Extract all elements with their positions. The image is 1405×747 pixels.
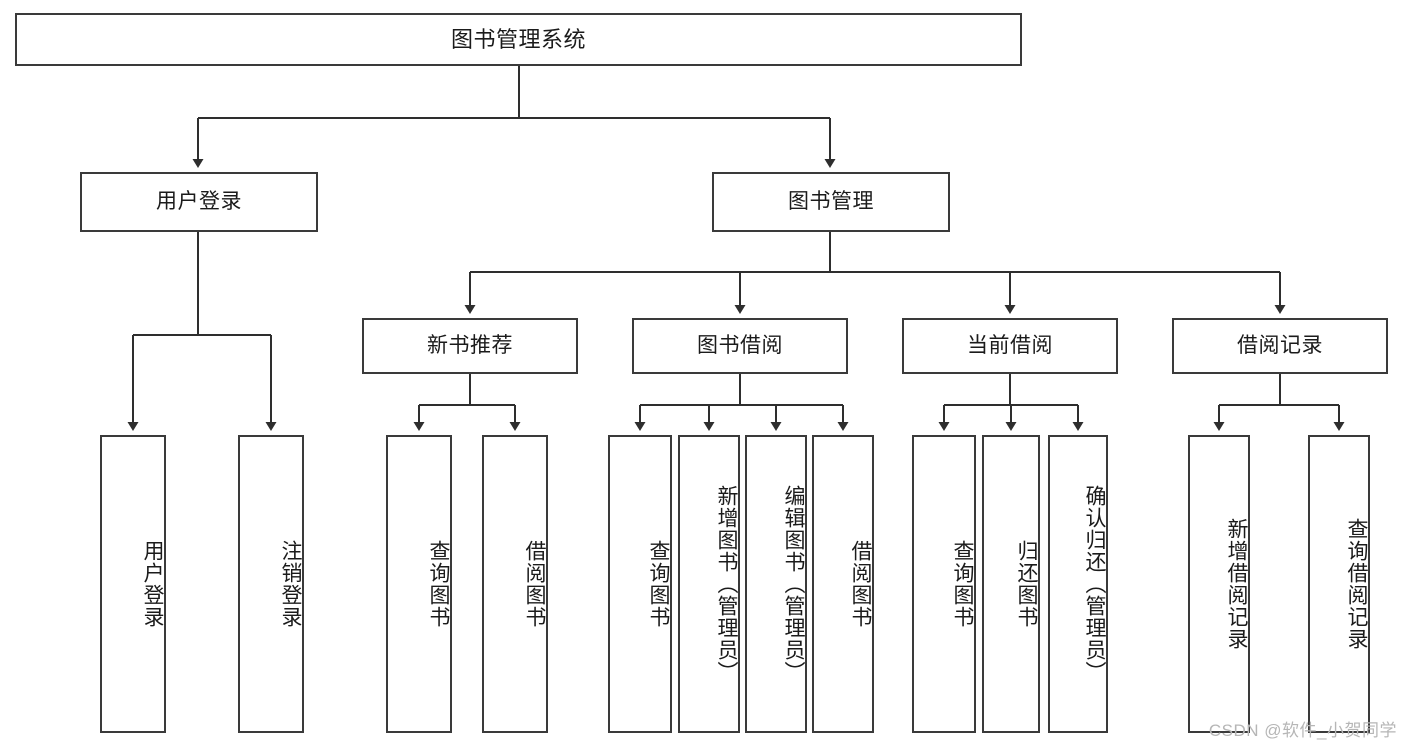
leaf-label: 查询图书 xyxy=(951,540,974,628)
leaf-return-book[interactable]: 归还图书 xyxy=(982,435,1040,733)
leaf-confirm-return-admin[interactable]: 确认归还（管理员） xyxy=(1048,435,1108,733)
leaf-label: 借阅图书 xyxy=(523,540,546,628)
node-new-book-recommend[interactable]: 新书推荐 xyxy=(362,318,578,374)
leaf-label: 确认归还（管理员） xyxy=(1083,485,1106,683)
node-book-borrow[interactable]: 图书借阅 xyxy=(632,318,848,374)
leaf-add-book-admin[interactable]: 新增图书（管理员） xyxy=(678,435,740,733)
leaf-borrow-book-recommend[interactable]: 借阅图书 xyxy=(482,435,548,733)
leaf-label: 借阅图书 xyxy=(849,540,872,628)
node-current-borrow[interactable]: 当前借阅 xyxy=(902,318,1118,374)
leaf-query-book-borrow[interactable]: 查询图书 xyxy=(608,435,672,733)
leaf-query-book-recommend[interactable]: 查询图书 xyxy=(386,435,452,733)
leaf-label: 查询图书 xyxy=(427,540,450,628)
node-root-system[interactable]: 图书管理系统 xyxy=(15,13,1022,66)
leaf-label: 查询借阅记录 xyxy=(1345,518,1368,650)
leaf-label: 归还图书 xyxy=(1015,540,1038,628)
leaf-label: 编辑图书（管理员） xyxy=(782,485,805,683)
leaf-query-borrow-record[interactable]: 查询借阅记录 xyxy=(1308,435,1370,733)
leaf-label: 注销登录 xyxy=(279,540,302,628)
leaf-label: 用户登录 xyxy=(141,540,164,628)
leaf-query-book-current[interactable]: 查询图书 xyxy=(912,435,976,733)
node-borrow-record[interactable]: 借阅记录 xyxy=(1172,318,1388,374)
leaf-logout[interactable]: 注销登录 xyxy=(238,435,304,733)
leaf-label: 新增图书（管理员） xyxy=(715,485,738,683)
node-user-login-group[interactable]: 用户登录 xyxy=(80,172,318,232)
leaf-add-borrow-record[interactable]: 新增借阅记录 xyxy=(1188,435,1250,733)
leaf-borrow-book[interactable]: 借阅图书 xyxy=(812,435,874,733)
node-book-management-group[interactable]: 图书管理 xyxy=(712,172,950,232)
leaf-label: 新增借阅记录 xyxy=(1225,518,1248,650)
leaf-label: 查询图书 xyxy=(647,540,670,628)
watermark-text: CSDN @软件_小贺同学 xyxy=(1208,721,1397,740)
leaf-user-login[interactable]: 用户登录 xyxy=(100,435,166,733)
leaf-edit-book-admin[interactable]: 编辑图书（管理员） xyxy=(745,435,807,733)
